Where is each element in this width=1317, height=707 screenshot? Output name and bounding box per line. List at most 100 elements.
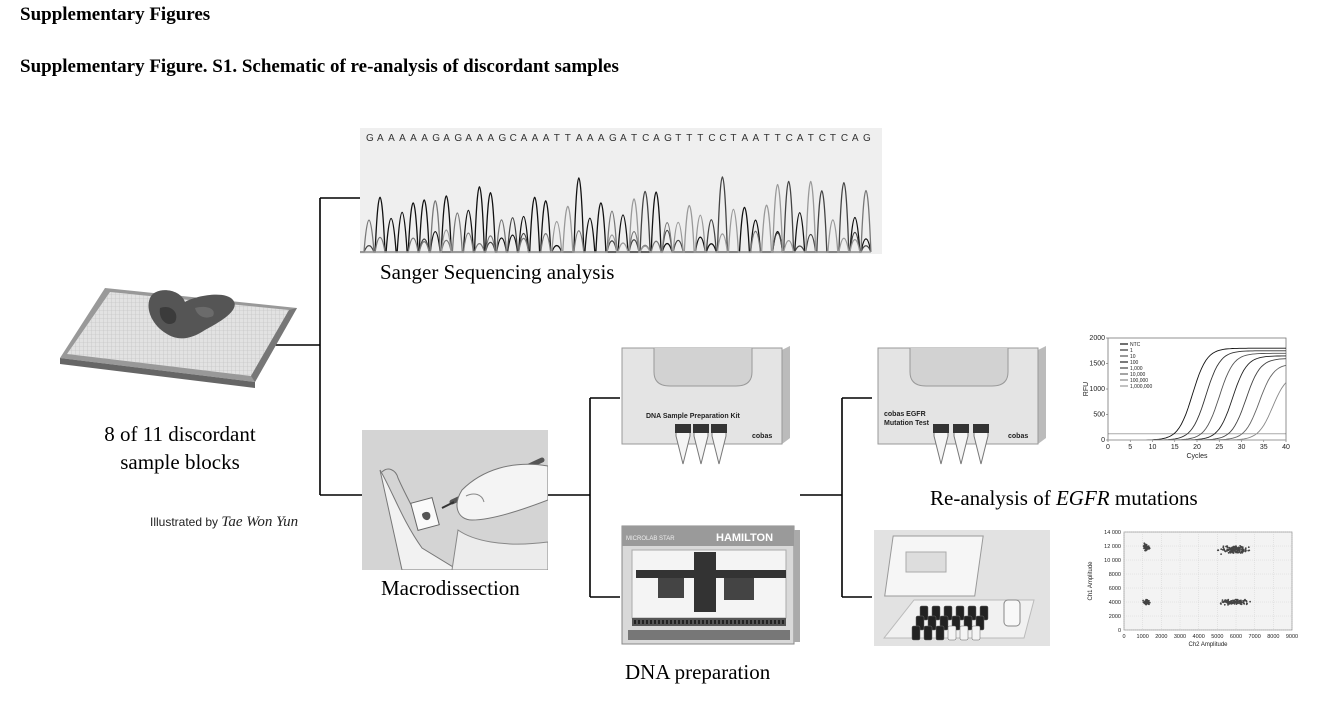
droplet-point bbox=[1143, 542, 1146, 545]
droplet-point bbox=[1242, 599, 1244, 602]
amp-y-tick-label: 0 bbox=[1101, 437, 1105, 444]
sequence-letter: C bbox=[708, 133, 715, 144]
sequence-letter: T bbox=[830, 133, 836, 144]
sample-blocks-label-line1: 8 of 11 discordant bbox=[104, 422, 256, 446]
sequence-letter: A bbox=[377, 133, 384, 144]
trace-g bbox=[360, 190, 872, 253]
droplet-point bbox=[1230, 600, 1233, 602]
figure-caption: Supplementary Figure. S1. Schematic of r… bbox=[20, 56, 619, 77]
dd-y-tick-label: 12 000 bbox=[1104, 544, 1121, 550]
dd-y-axis-label: Ch1 Amplitude bbox=[1088, 561, 1094, 601]
ddpcr-kit-photo bbox=[874, 530, 1050, 646]
illustrator-name: Tae Won Yun bbox=[221, 514, 299, 530]
sample-blocks-label-line2: sample blocks bbox=[120, 450, 240, 474]
droplet-point bbox=[1246, 602, 1248, 605]
droplet-point bbox=[1225, 550, 1228, 552]
droplet-point bbox=[1233, 600, 1235, 603]
macrodissection-label: Macrodissection bbox=[381, 576, 520, 600]
amp-legend-entry: 1,000,000 bbox=[1130, 384, 1152, 390]
droplet-point bbox=[1229, 548, 1231, 551]
droplet-point bbox=[1228, 601, 1231, 603]
droplet-point bbox=[1221, 599, 1224, 601]
illustrated-by-prefix: Illustrated by bbox=[150, 515, 219, 529]
connector-main bbox=[272, 197, 362, 496]
droplet-point bbox=[1145, 600, 1147, 603]
droplet-point bbox=[1232, 551, 1234, 554]
ddpcr-tube bbox=[947, 625, 957, 641]
amp-x-tick-label: 0 bbox=[1106, 444, 1110, 451]
sequence-letter: G bbox=[366, 133, 374, 144]
kit1-tubes bbox=[675, 424, 727, 465]
droplet-point bbox=[1144, 549, 1146, 552]
hamilton-robot: MICROLAB STAR HAMILTON bbox=[621, 525, 800, 645]
sequence-letter: T bbox=[554, 133, 560, 144]
sequence-letter: A bbox=[521, 133, 528, 144]
amp-x-tick-label: 40 bbox=[1282, 444, 1290, 451]
droplet-point bbox=[1142, 601, 1145, 604]
droplet-point bbox=[1147, 545, 1150, 548]
sequence-letter: A bbox=[410, 133, 417, 144]
sequence-letter: T bbox=[775, 133, 781, 144]
kit2-label-line1: cobas EGFR bbox=[884, 411, 926, 418]
droplet-point bbox=[1232, 545, 1235, 548]
reanalysis-prefix: Re-analysis of bbox=[930, 486, 1056, 510]
droplet-point bbox=[1222, 545, 1225, 548]
droplet-point bbox=[1231, 548, 1233, 551]
droplet-point bbox=[1235, 546, 1238, 549]
droplet-point bbox=[1243, 603, 1246, 605]
droplet-point bbox=[1222, 546, 1225, 549]
dd-y-tick-label: 4000 bbox=[1109, 600, 1121, 606]
dd-x-tick-label: 1000 bbox=[1137, 634, 1149, 640]
droplet-point bbox=[1217, 549, 1220, 552]
sequence-letter: T bbox=[764, 133, 770, 144]
dd-x-tick-label: 8000 bbox=[1267, 634, 1279, 640]
droplet-point bbox=[1240, 551, 1242, 554]
reanalysis-gene: EGFR bbox=[1055, 486, 1110, 510]
sequence-letter: A bbox=[465, 133, 472, 144]
robot-model: MICROLAB STAR bbox=[626, 536, 675, 542]
tissue-block-illustration bbox=[60, 288, 297, 388]
amp-x-tick-label: 15 bbox=[1171, 444, 1179, 451]
illustration-credit: Illustrated by Tae Won Yun bbox=[150, 514, 298, 531]
amp-legend-entry: 10,000 bbox=[1130, 372, 1146, 378]
sequence-letter: G bbox=[863, 133, 871, 144]
droplet-point bbox=[1145, 549, 1148, 551]
page-title: Supplementary Figures bbox=[20, 4, 211, 25]
dd-plot-area bbox=[1123, 531, 1293, 631]
droplet-point bbox=[1220, 603, 1222, 605]
sequence-letter: A bbox=[576, 133, 583, 144]
dd-y-tick-label: 2000 bbox=[1109, 614, 1121, 620]
sequence-letter: T bbox=[631, 133, 637, 144]
amp-x-tick-label: 30 bbox=[1238, 444, 1246, 451]
amp-x-tick-label: 25 bbox=[1215, 444, 1223, 451]
amp-legend-entry: NTC bbox=[1130, 342, 1141, 348]
sequence-letter: C bbox=[719, 133, 726, 144]
sequence-letter: A bbox=[797, 133, 804, 144]
amp-x-tick-label: 35 bbox=[1260, 444, 1268, 451]
ddpcr-tube bbox=[971, 625, 981, 641]
kit1-label: DNA Sample Preparation Kit bbox=[646, 413, 741, 420]
droplet-point bbox=[1223, 603, 1226, 606]
droplet-point bbox=[1236, 551, 1239, 553]
trace-c bbox=[360, 176, 872, 253]
reanalysis-suffix: mutations bbox=[1109, 486, 1198, 510]
droplet-point bbox=[1147, 600, 1150, 603]
amp-y-tick-label: 1000 bbox=[1089, 386, 1105, 393]
sequence-letter: G bbox=[609, 133, 617, 144]
droplet-point bbox=[1236, 600, 1238, 603]
dd-y-tick-label: 6000 bbox=[1109, 586, 1121, 592]
amp-y-tick-label: 2000 bbox=[1089, 335, 1105, 342]
sequence-letter: A bbox=[620, 133, 627, 144]
dd-x-tick-label: 9000 bbox=[1286, 634, 1298, 640]
droplet-point bbox=[1229, 551, 1232, 554]
droplet-point bbox=[1240, 545, 1243, 548]
droplet-point bbox=[1220, 548, 1223, 551]
sequence-letter: C bbox=[819, 133, 826, 144]
droplet-point bbox=[1226, 548, 1229, 551]
droplet-point bbox=[1242, 550, 1244, 553]
dd-y-tick-label: 14 000 bbox=[1104, 530, 1121, 536]
droplet-point bbox=[1220, 553, 1222, 555]
